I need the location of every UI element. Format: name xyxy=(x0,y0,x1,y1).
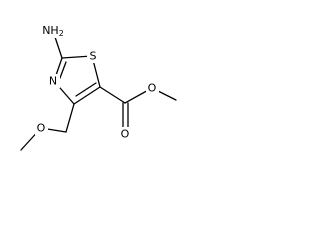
bond-c2-amino xyxy=(54,36,63,59)
bond-c5-c4-inner xyxy=(75,82,97,97)
atom-ring-nitrogen: N xyxy=(47,74,60,88)
atom-ester-oxygen: O xyxy=(146,81,159,95)
svg-text:NH2: NH2 xyxy=(42,24,64,38)
svg-text:O: O xyxy=(37,122,46,135)
svg-text:S: S xyxy=(90,50,97,63)
atom-ether-oxygen: O xyxy=(35,121,48,135)
atom-amino: NH2 xyxy=(41,23,70,38)
atom-carbonyl-oxygen: O xyxy=(119,127,132,141)
bond-n3-c2-inner xyxy=(59,61,67,79)
svg-text:O: O xyxy=(148,82,157,95)
bond-c4-ch2 xyxy=(65,103,75,133)
atom-ring-sulfur: S xyxy=(87,49,99,63)
molecule-structure: NH2 S N O O O xyxy=(20,23,177,151)
svg-text:O: O xyxy=(121,128,130,141)
svg-text:N: N xyxy=(49,75,57,88)
bond-c5-ccarbonyl xyxy=(99,86,126,104)
bond-c5-c4 xyxy=(73,86,101,105)
